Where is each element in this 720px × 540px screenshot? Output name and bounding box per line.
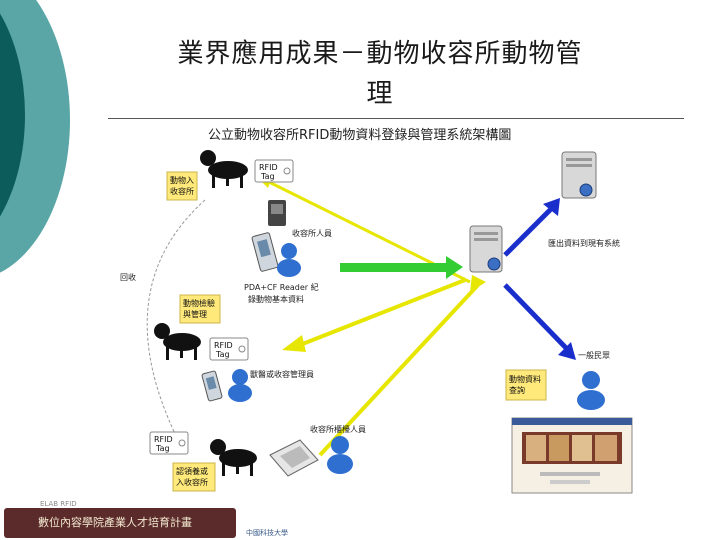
footer-small-logo: ELAB RFID	[40, 500, 77, 508]
slide-title: 業界應用成果－動物收容所動物管 理	[120, 34, 640, 114]
slide-decoration	[0, 0, 120, 300]
note-adopt-line1: 認領養或	[176, 466, 208, 476]
public-user	[577, 371, 605, 410]
yellow-arrowhead-vet	[282, 335, 306, 352]
dog-icon	[210, 439, 257, 476]
blue-arrowhead-export	[543, 198, 560, 216]
note-entry-line2: 收容所	[170, 186, 194, 196]
desk-user	[327, 436, 353, 474]
card-reader-icon	[268, 200, 286, 226]
note-query-line1: 動物資料	[509, 374, 541, 384]
rfid-tag-2: RFID Tag	[209, 337, 249, 361]
note-check: 動物檢驗 與管理	[179, 294, 221, 324]
dog-icon	[154, 323, 201, 360]
rfid-tag-2-line1: RFID	[214, 341, 233, 350]
note-entry-line1: 動物入	[170, 175, 194, 185]
public-label: 一般民眾	[578, 350, 610, 360]
green-arrow-shaft	[340, 263, 448, 272]
note-adopt: 認領養或 入收容所	[172, 462, 216, 492]
note-query-line2: 查詢	[509, 385, 525, 395]
footer-banner: 數位內容學院產業人才培育計畫	[4, 508, 236, 538]
desk-label: 收容所櫃檯人員	[310, 424, 366, 434]
staff-user	[277, 243, 301, 277]
blue-arrowhead-public	[558, 342, 576, 360]
desk-reader-icon	[269, 439, 319, 477]
blue-arrow-public	[503, 283, 570, 352]
title-divider	[108, 118, 684, 119]
recycle-label: 回收	[120, 272, 136, 282]
diagram-title: 公立動物收容所RFID動物資料登錄與管理系統架構圖	[208, 127, 511, 143]
rfid-tag-1-line2: Tag	[260, 172, 275, 181]
export-server	[561, 151, 597, 199]
blue-arrow-export	[503, 206, 554, 257]
note-query: 動物資料 查詢	[505, 369, 547, 401]
note-adopt-line2: 入收容所	[176, 477, 208, 487]
slide-title-line2: 理	[366, 79, 394, 109]
note-check-line1: 動物檢驗	[183, 298, 215, 308]
central-server	[469, 225, 503, 273]
green-arrowhead	[446, 256, 463, 279]
handheld-icon	[201, 370, 223, 402]
note-check-line2: 與管理	[183, 309, 207, 319]
dog-icon	[200, 150, 248, 188]
central-globe-icon	[487, 257, 501, 271]
slide-title-line1: 業界應用成果－動物收容所動物管	[177, 39, 583, 69]
rfid-tag-2-line2: Tag	[215, 350, 230, 359]
web-screenshot	[511, 417, 633, 494]
yellow-arrow-to-vet	[299, 278, 466, 347]
rfid-tag-1: RFID Tag	[254, 159, 294, 183]
staff-label: 收容所人員	[292, 228, 332, 238]
export-label: 匯出資料到現有系統	[548, 238, 620, 248]
rfid-tag-3: RFID Tag	[149, 431, 189, 455]
rfid-tag-3-line1: RFID	[154, 435, 173, 444]
university-logo: 中國科技大學	[246, 529, 288, 537]
rfid-tag-1-line1: RFID	[259, 163, 278, 172]
yellow-arrowhead-server	[470, 275, 486, 292]
vet-label: 獸醫或收容管理員	[250, 369, 314, 379]
pda-icon	[251, 232, 279, 272]
yellow-arrows	[255, 172, 486, 457]
pda-label-line2: 錄動物基本資料	[248, 294, 304, 304]
pda-label-line1: PDA+CF Reader 紀	[244, 282, 319, 292]
rfid-tag-3-line2: Tag	[155, 444, 170, 453]
server-globe-icon	[579, 183, 593, 197]
yellow-arrow-to-desk	[318, 283, 480, 457]
vet-user	[228, 369, 252, 402]
recycle-arc	[146, 199, 206, 441]
note-entry: 動物入 收容所	[166, 171, 198, 201]
